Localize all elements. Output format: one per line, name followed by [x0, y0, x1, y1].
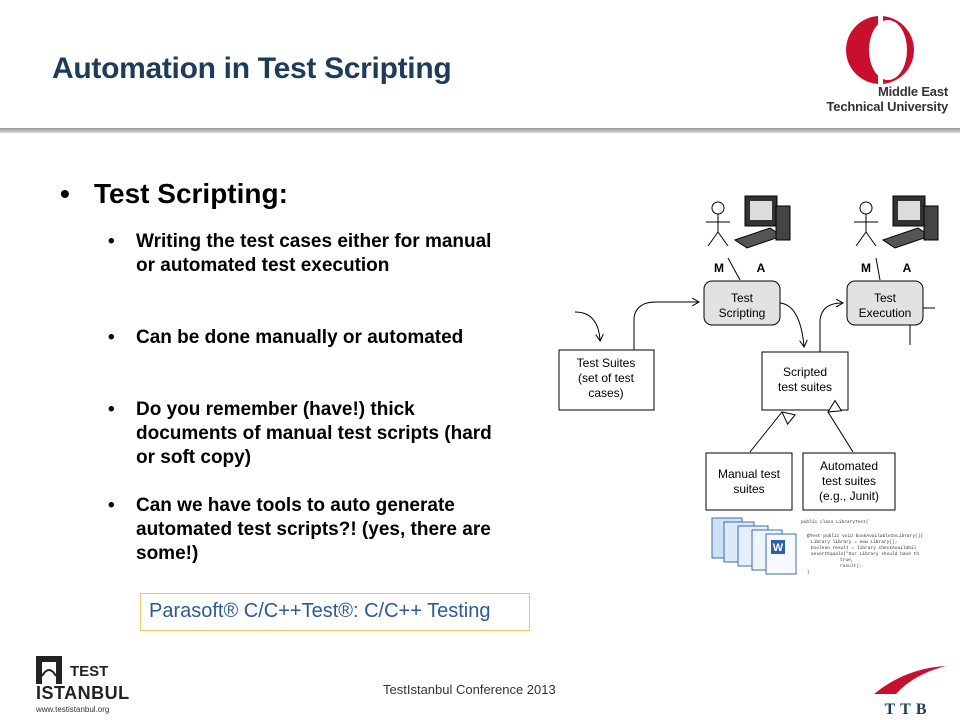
sub-bullet-text: Can be done manually or automated: [136, 327, 464, 348]
actor-manual-icon: [854, 201, 878, 247]
artifact-test-suites: [558, 349, 655, 411]
metu-logo: [846, 16, 914, 84]
computer-icon: [733, 195, 791, 249]
artifact-automated-suites: [802, 452, 896, 511]
artifact-label: cases): [588, 386, 623, 400]
artifact-label: Scripted: [783, 365, 827, 379]
university-name: Middle East Technical University: [822, 84, 949, 114]
footer-logo-line2: ISTANBUL: [36, 683, 130, 703]
word-documents-icon: W: [711, 517, 797, 575]
actor-auto-label: A: [903, 261, 912, 275]
process-label: Test: [874, 291, 897, 305]
parasoft-banner: Parasoft® C/C++Test®: C/C++ Testing: [140, 593, 530, 631]
bullet-dot: •: [108, 231, 115, 252]
code-line: public class LibraryTest{: [801, 519, 869, 525]
code-line: boolean result = library.checkAvailabil: [811, 545, 917, 551]
sub-bullet-text: Can we have tools to auto generate autom…: [136, 495, 491, 564]
footer-logo-line1: TEST: [70, 663, 108, 680]
svg-text:W: W: [773, 542, 784, 554]
actor-auto-label: A: [757, 261, 766, 275]
process-label: Test: [731, 291, 754, 305]
code-line: }: [807, 569, 810, 575]
code-line: @Test public void bookAvailableInLibrary…: [807, 533, 923, 539]
process-test-execution: [846, 280, 924, 326]
sub-bullet-text: Do you remember (have!) thick documents …: [136, 399, 492, 468]
header-divider: [0, 128, 960, 133]
artifact-label: test suites: [778, 380, 832, 394]
testistanbul-logo: TEST ISTANBUL www.testistanbul.org: [35, 656, 130, 714]
computer-icon: [881, 195, 939, 249]
code-line: result);: [840, 563, 862, 569]
code-line: true,: [840, 557, 854, 563]
artifact-label: Automated: [820, 459, 878, 473]
artifact-label: (e.g., Junit): [819, 489, 879, 503]
test-scripting-diagram: M A M A Test Scripting Test Execution Te…: [558, 195, 939, 575]
code-snippet: public class LibraryTest{ @Test public v…: [801, 519, 923, 575]
artifact-label: Test Suites: [577, 356, 636, 370]
slide-header: Automation in Test Scripting Middle East…: [0, 0, 960, 130]
footer-logo-url: www.testistanbul.org: [35, 705, 109, 714]
university-name-line1: Middle East: [877, 84, 948, 99]
process-label: Execution: [859, 306, 912, 320]
footer-conference-text: TestIstanbul Conference 2013: [383, 682, 556, 697]
bullet-dot: •: [108, 327, 115, 348]
artifact-label: Manual test: [718, 467, 781, 481]
bullet-dot: •: [108, 399, 115, 420]
actor-manual-label: M: [861, 261, 871, 275]
slide-title: Automation in Test Scripting: [52, 52, 452, 85]
ttb-text: TTB: [884, 701, 931, 718]
artifact-label: suites: [733, 482, 764, 496]
code-line: assertEquals("Our Library should have th: [811, 551, 919, 557]
actor-manual-icon: [706, 201, 730, 247]
process-label: Scripting: [719, 306, 766, 320]
sub-bullet-text: Writing the test cases either for manual…: [136, 231, 492, 276]
artifact-label: (set of test: [578, 371, 635, 385]
bullet-dot: •: [60, 178, 70, 209]
bullet-dot: •: [108, 495, 115, 516]
artifact-label: test suites: [822, 474, 876, 488]
parasoft-banner-text: Parasoft® C/C++Test®: C/C++ Testing: [149, 600, 491, 622]
university-name-line2: Technical University: [826, 99, 949, 114]
main-bullet-text: Test Scripting:: [94, 178, 288, 209]
actor-manual-label: M: [714, 261, 724, 275]
code-line: Library library = new Library();: [811, 539, 897, 545]
artifact-manual-suites: [705, 452, 793, 511]
ttb-logo: TTB: [874, 666, 946, 718]
